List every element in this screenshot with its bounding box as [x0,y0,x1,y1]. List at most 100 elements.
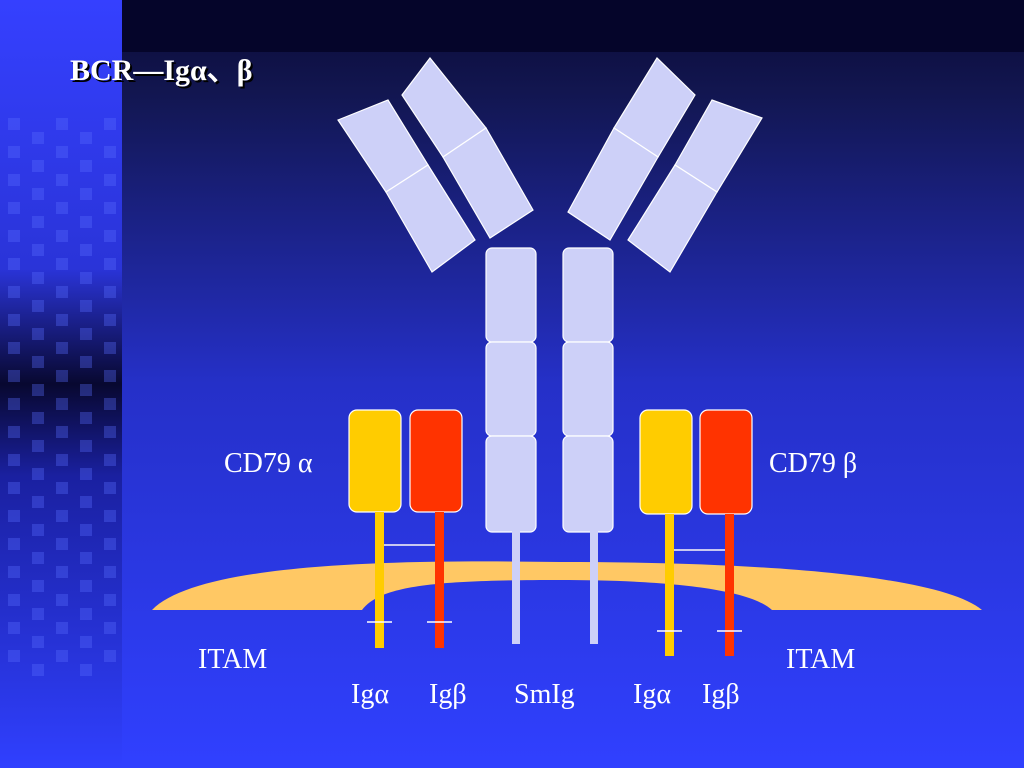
pattern-square [8,566,20,578]
pattern-square [80,244,92,256]
pattern-square [8,510,20,522]
ig-alpha-right-label: Igα [633,679,671,710]
pattern-square [56,230,68,242]
smig-right-heavy-ch2 [562,247,614,343]
pattern-square [104,286,116,298]
pattern-square [8,146,20,158]
cd79-right-alpha-tail [665,514,674,656]
ig-beta-right-label: Igβ [702,679,740,710]
pattern-square [32,160,44,172]
cd79-left-beta-tail [435,512,444,648]
pattern-square [32,524,44,536]
pattern-square [56,538,68,550]
pattern-square [80,468,92,480]
left-band [0,0,122,768]
pattern-square [56,146,68,158]
pattern-square [104,650,116,662]
pattern-square [104,594,116,606]
cd79-beta-label: CD79 β [769,448,858,479]
pattern-square [8,118,20,130]
pattern-square [32,384,44,396]
top-band [0,0,1024,52]
slide-title: BCR—Igα、β [70,54,253,87]
pattern-square [8,622,20,634]
pattern-square [80,664,92,676]
pattern-square [80,188,92,200]
cd79-right-heterodimer [639,409,753,656]
smig-right-heavy-ch3 [562,341,614,437]
pattern-square [56,286,68,298]
cd79-left-alpha-tail [375,512,384,648]
smig-left-heavy-ch4 [485,435,537,533]
cell-membrane [152,561,982,610]
pattern-square [80,552,92,564]
pattern-square [80,328,92,340]
pattern-square [8,230,20,242]
pattern-square [32,188,44,200]
pattern-square [8,426,20,438]
pattern-square [32,608,44,620]
cd79-left-beta-domain [409,409,463,513]
smig-right-heavy-ch4 [562,435,614,533]
smig-label: SmIg [514,679,575,710]
pattern-square [56,622,68,634]
pattern-square [56,342,68,354]
pattern-square [80,496,92,508]
pattern-square [56,454,68,466]
pattern-square [32,468,44,480]
pattern-square [56,202,68,214]
pattern-square [104,314,116,326]
cd79-right-alpha-domain [639,409,693,515]
pattern-square [8,398,20,410]
pattern-square [80,300,92,312]
pattern-square [8,538,20,550]
cd79-right-beta-domain [699,409,753,515]
pattern-square [32,244,44,256]
pattern-square [56,174,68,186]
pattern-square [104,342,116,354]
pattern-square [32,496,44,508]
pattern-square [8,258,20,270]
pattern-square [80,216,92,228]
pattern-square [104,510,116,522]
pattern-square [80,524,92,536]
pattern-square [8,454,20,466]
pattern-square [32,580,44,592]
pattern-square [56,258,68,270]
smig-left-tail [512,530,520,644]
pattern-square [80,272,92,284]
pattern-square [8,650,20,662]
pattern-square [80,132,92,144]
smig-left-light-chain-c [385,164,476,273]
smig-left-heavy-chain-c [442,127,534,239]
cd79-right-beta-tail [725,514,734,656]
pattern-square [56,426,68,438]
pattern-square [32,356,44,368]
cd79-left-heterodimer [348,409,463,648]
pattern-square [104,622,116,634]
pattern-square [104,482,116,494]
pattern-square [80,440,92,452]
pattern-square [104,370,116,382]
pattern-square [80,636,92,648]
pattern-square [8,174,20,186]
pattern-square [56,370,68,382]
pattern-square [104,426,116,438]
pattern-square [8,286,20,298]
pattern-square [32,132,44,144]
pattern-square [80,160,92,172]
pattern-square [80,608,92,620]
smig-right-light-chain-c [627,164,718,273]
pattern-square [56,650,68,662]
ig-alpha-left-label: Igα [351,679,389,710]
smig-right-tail [590,530,598,644]
pattern-square [104,258,116,270]
pattern-square [80,580,92,592]
pattern-square [56,398,68,410]
itam-right-label: ITAM [786,644,856,675]
pattern-square [32,328,44,340]
pattern-square [56,482,68,494]
pattern-square [8,482,20,494]
